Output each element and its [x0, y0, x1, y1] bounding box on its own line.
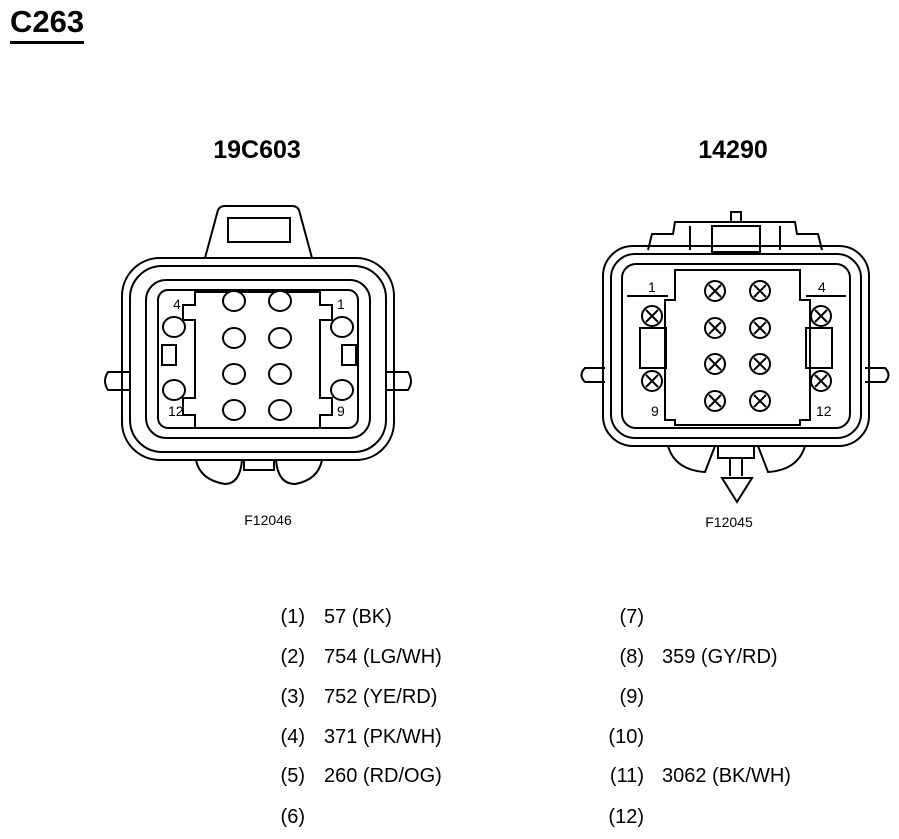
figure-id-left: F12046: [244, 512, 292, 528]
connector-14290-drawing: [580, 211, 890, 504]
pin-number: (2): [280, 646, 305, 668]
page-title: C263: [10, 4, 85, 44]
pin-wire: 57 (BK): [324, 606, 392, 628]
pin-number: (8): [619, 646, 644, 668]
pin-number: (1): [280, 606, 305, 628]
connector-name-left: 19C603: [213, 136, 301, 164]
x-pins: [641, 280, 832, 412]
pin-number: (7): [619, 606, 644, 628]
connector-diagrams: 4 1 12 9 1 4 9 12: [104, 205, 890, 504]
figure-id-right: F12045: [705, 514, 753, 530]
pin-wire: 371 (PK/WH): [324, 726, 442, 748]
pin-wire: 359 (GY/RD): [662, 646, 778, 668]
pin-wire: 260 (RD/OG): [324, 765, 442, 787]
cavity-label-left-12: 12: [168, 403, 184, 419]
pin-number: (9): [619, 686, 644, 708]
pin-number: (5): [280, 765, 305, 787]
pin-number: (4): [280, 726, 305, 748]
pin-wire: 3062 (BK/WH): [662, 765, 791, 787]
cavity-label-left-9: 9: [337, 403, 345, 419]
cavity-label-right-12: 12: [816, 403, 832, 419]
cavity-label-right-4: 4: [818, 279, 826, 295]
pin-number: (3): [280, 686, 305, 708]
cavity-label-left-4: 4: [173, 296, 181, 312]
pin-number: (10): [608, 726, 644, 748]
pin-number: (11): [609, 765, 644, 787]
pin-wire: 752 (YE/RD): [324, 686, 438, 708]
cavity-label-left-1: 1: [337, 296, 345, 312]
connector-19c603-drawing: [104, 205, 412, 486]
pin-number: (6): [280, 806, 305, 828]
cavity-label-right-9: 9: [651, 403, 659, 419]
cavity-label-right-1: 1: [648, 279, 656, 295]
connector-name-right: 14290: [698, 136, 768, 164]
pin-wire: 754 (LG/WH): [324, 646, 442, 668]
pin-number: (12): [608, 806, 644, 828]
